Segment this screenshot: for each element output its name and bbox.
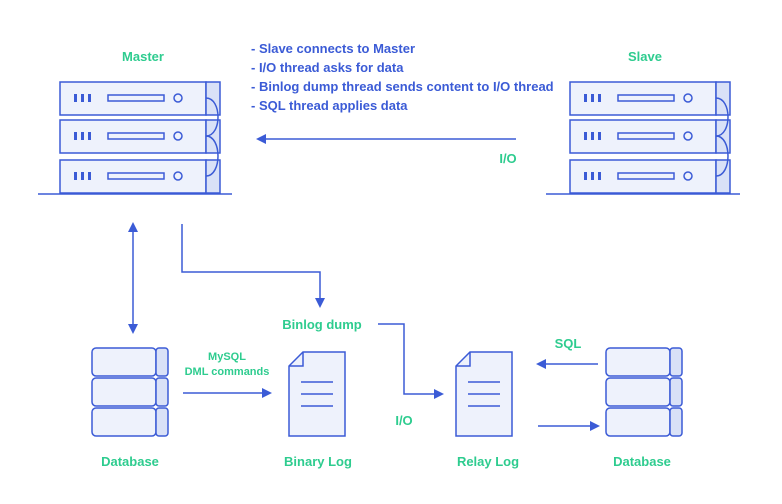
database-right-icon — [605, 347, 683, 437]
note-line: - I/O thread asks for data — [251, 60, 404, 75]
binary-log-document-icon — [288, 351, 346, 437]
io-bottom-label: I/O — [395, 413, 412, 428]
database-right-label: Database — [613, 454, 671, 469]
sql-label: SQL — [555, 336, 582, 351]
master-server-icon — [38, 81, 232, 195]
note-line: - SQL thread applies data — [251, 98, 408, 113]
binlog-dump-arrow — [181, 224, 325, 308]
note-line: - Binlog dump thread sends content to I/… — [251, 79, 554, 94]
database-left-label: Database — [101, 454, 159, 469]
mysql-label-line1: MySQL — [208, 351, 246, 363]
slave-server-icon — [546, 81, 740, 195]
slave-label: Slave — [628, 49, 662, 64]
mysql-label-line2: DML commands — [185, 366, 270, 378]
binlog-dump-label: Binlog dump — [282, 317, 361, 332]
relay-log-label: Relay Log — [457, 454, 519, 469]
relay-log-document-icon — [455, 351, 513, 437]
io-to-relay-arrow — [378, 323, 444, 399]
master-label: Master — [122, 49, 164, 64]
binary-log-label: Binary Log — [284, 454, 352, 469]
note-line: - Slave connects to Master — [251, 41, 415, 56]
database-left-icon — [91, 347, 169, 437]
io-top-label: I/O — [499, 151, 516, 166]
